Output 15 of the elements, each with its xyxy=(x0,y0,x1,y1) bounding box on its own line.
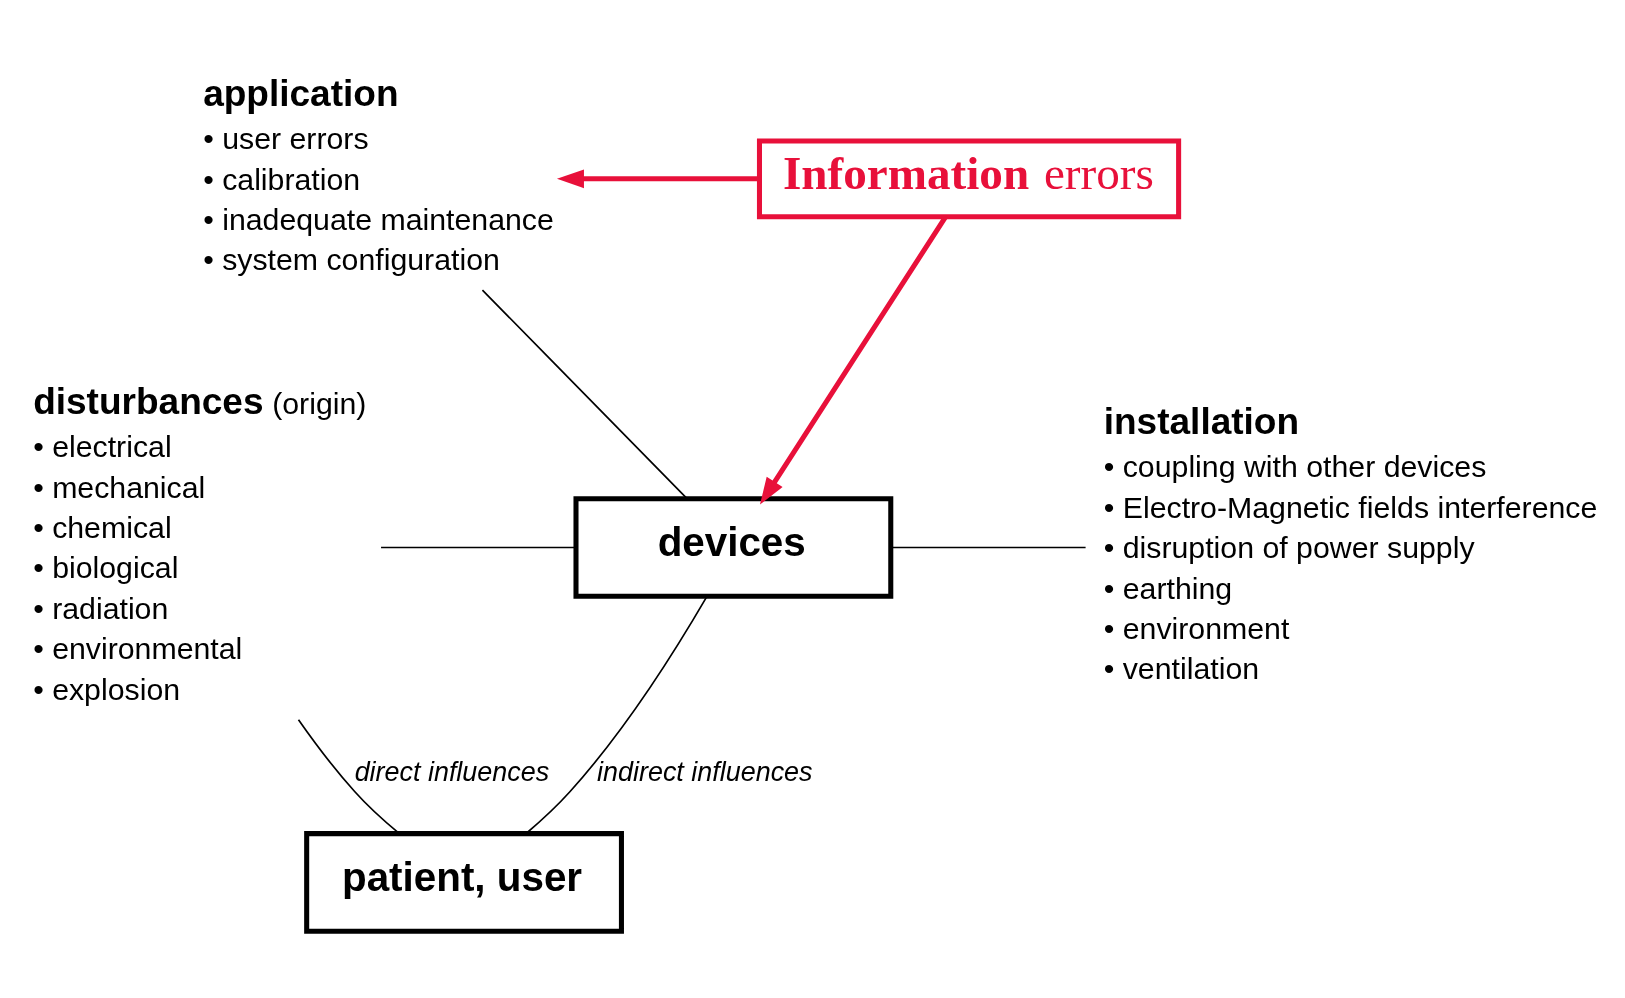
connector xyxy=(890,546,1087,548)
node-box: Information errors xyxy=(756,137,1182,219)
node-text: application • user errors • calibration • inadequate maintenance • system configuration xyxy=(203,71,554,276)
edge-label: indirect influences xyxy=(597,756,813,787)
connector xyxy=(481,288,688,499)
connector xyxy=(380,546,577,548)
connector xyxy=(525,595,708,834)
node-box: devices xyxy=(573,495,894,599)
node-text: installation • coupling with other devices • Electro-Magnetic fields interference • disruption of power supply • earthing • environment • ventilation xyxy=(1103,399,1598,685)
node-box: patient, user xyxy=(304,830,624,934)
arrow xyxy=(556,168,759,188)
edge-label: direct influences xyxy=(354,756,550,787)
node-label: (origin) xyxy=(272,386,367,420)
connector xyxy=(297,718,400,834)
node-text: disturbances • electrical • mechanical • chemical • biological • radiation • environmental • explosion xyxy=(33,379,264,706)
